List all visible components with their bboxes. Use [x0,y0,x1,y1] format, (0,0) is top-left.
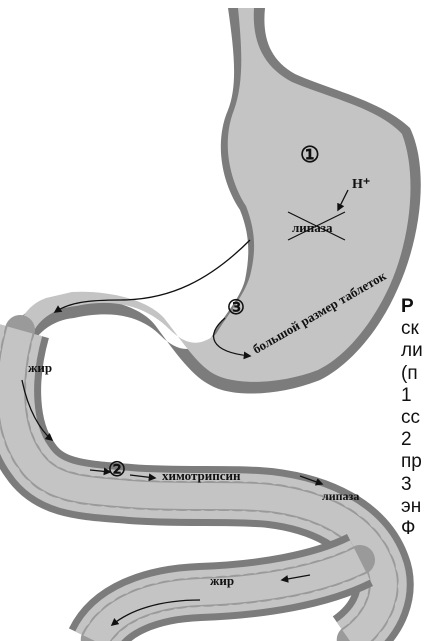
label-num2: ② [108,459,126,481]
caption-line: 2 [401,429,424,451]
caption-line: сс [401,407,424,429]
caption-line: ли [401,340,424,362]
label-h-plus: H⁺ [352,177,370,192]
stomach-lumen [16,8,411,382]
intestine [11,330,384,641]
stomach [8,8,421,394]
label-num3: ③ [227,297,245,319]
label-lipase-stomach: липаза [292,220,333,235]
caption-line: Р [401,296,424,318]
caption-line: Ф [401,518,424,540]
label-lipase-intestine: липаза [322,489,359,503]
caption-line: (п [401,363,424,385]
caption-line: пр [401,451,424,473]
caption-line: 3 [401,474,424,496]
caption-line: 1 [401,385,424,407]
label-fat-upper: жир [28,360,52,375]
caption-line: эн [401,496,424,518]
label-chymotrypsin: химотрипсин [162,468,241,483]
label-fat-lower: жир [210,573,234,588]
label-num1: ① [300,142,320,167]
caption-line: ск [401,318,424,340]
